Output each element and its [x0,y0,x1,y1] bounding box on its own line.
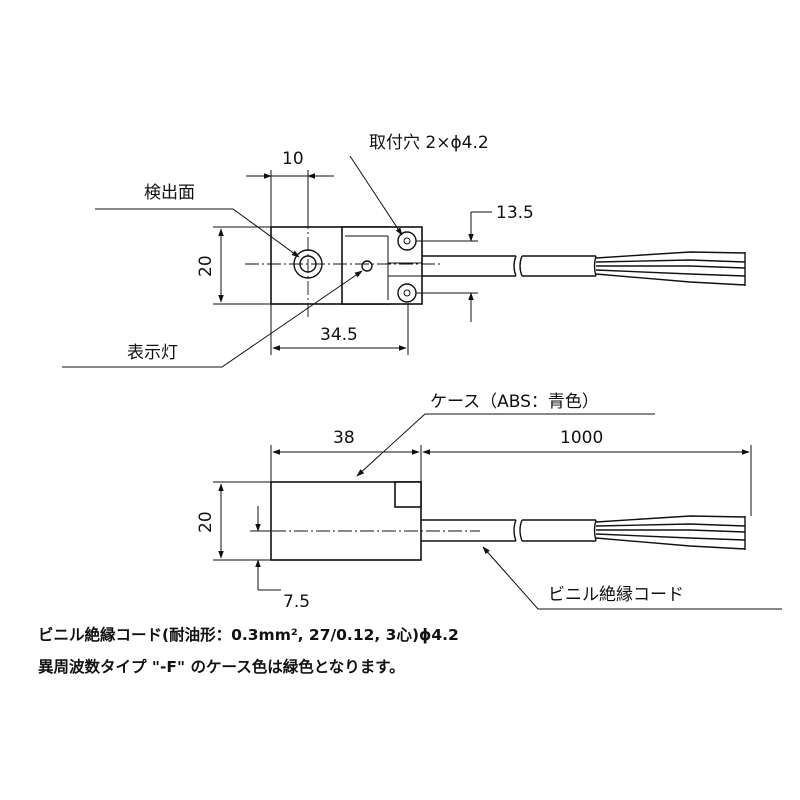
side-view: 38 1000 20 7.5 ケース（ABS：青色） ビニル絶縁コード [196,392,782,612]
dim-height-20-top: 20 [196,255,216,277]
top-wire-1 [595,251,746,259]
dim-pitch-13-5: 13.5 [496,203,534,223]
mount-hole-callout: 取付穴 2×ϕ4.2 [369,133,489,153]
note-cable-spec: ビニル絶縁コード(耐油形：0.3mm², 27/0.12, 3心)ϕ4.2 [38,625,459,644]
dim-height-20-side: 20 [196,511,216,533]
indicator-lamp [361,260,373,272]
dim-length-38: 38 [333,428,355,448]
side-wire-1 [595,515,746,523]
case-step [394,481,422,508]
note-case-color: 異周波数タイプ "-F" のケース色は緑色となります。 [38,657,405,676]
mounting-bracket [341,226,423,305]
cable-callout: ビニル絶縁コード [548,585,684,605]
dim-width-10: 10 [282,149,304,169]
case-callout: ケース（ABS：青色） [430,392,599,412]
top-view: 10 20 34.5 13.5 取付穴 2×ϕ4.2 検出面 表示灯 [62,133,746,368]
indicator-callout: 表示灯 [127,343,178,363]
dim-offset-7-5: 7.5 [283,592,310,612]
dim-length-34-5: 34.5 [320,325,358,345]
sensing-face-callout: 検出面 [144,183,195,203]
dim-cable-1000: 1000 [560,428,603,448]
